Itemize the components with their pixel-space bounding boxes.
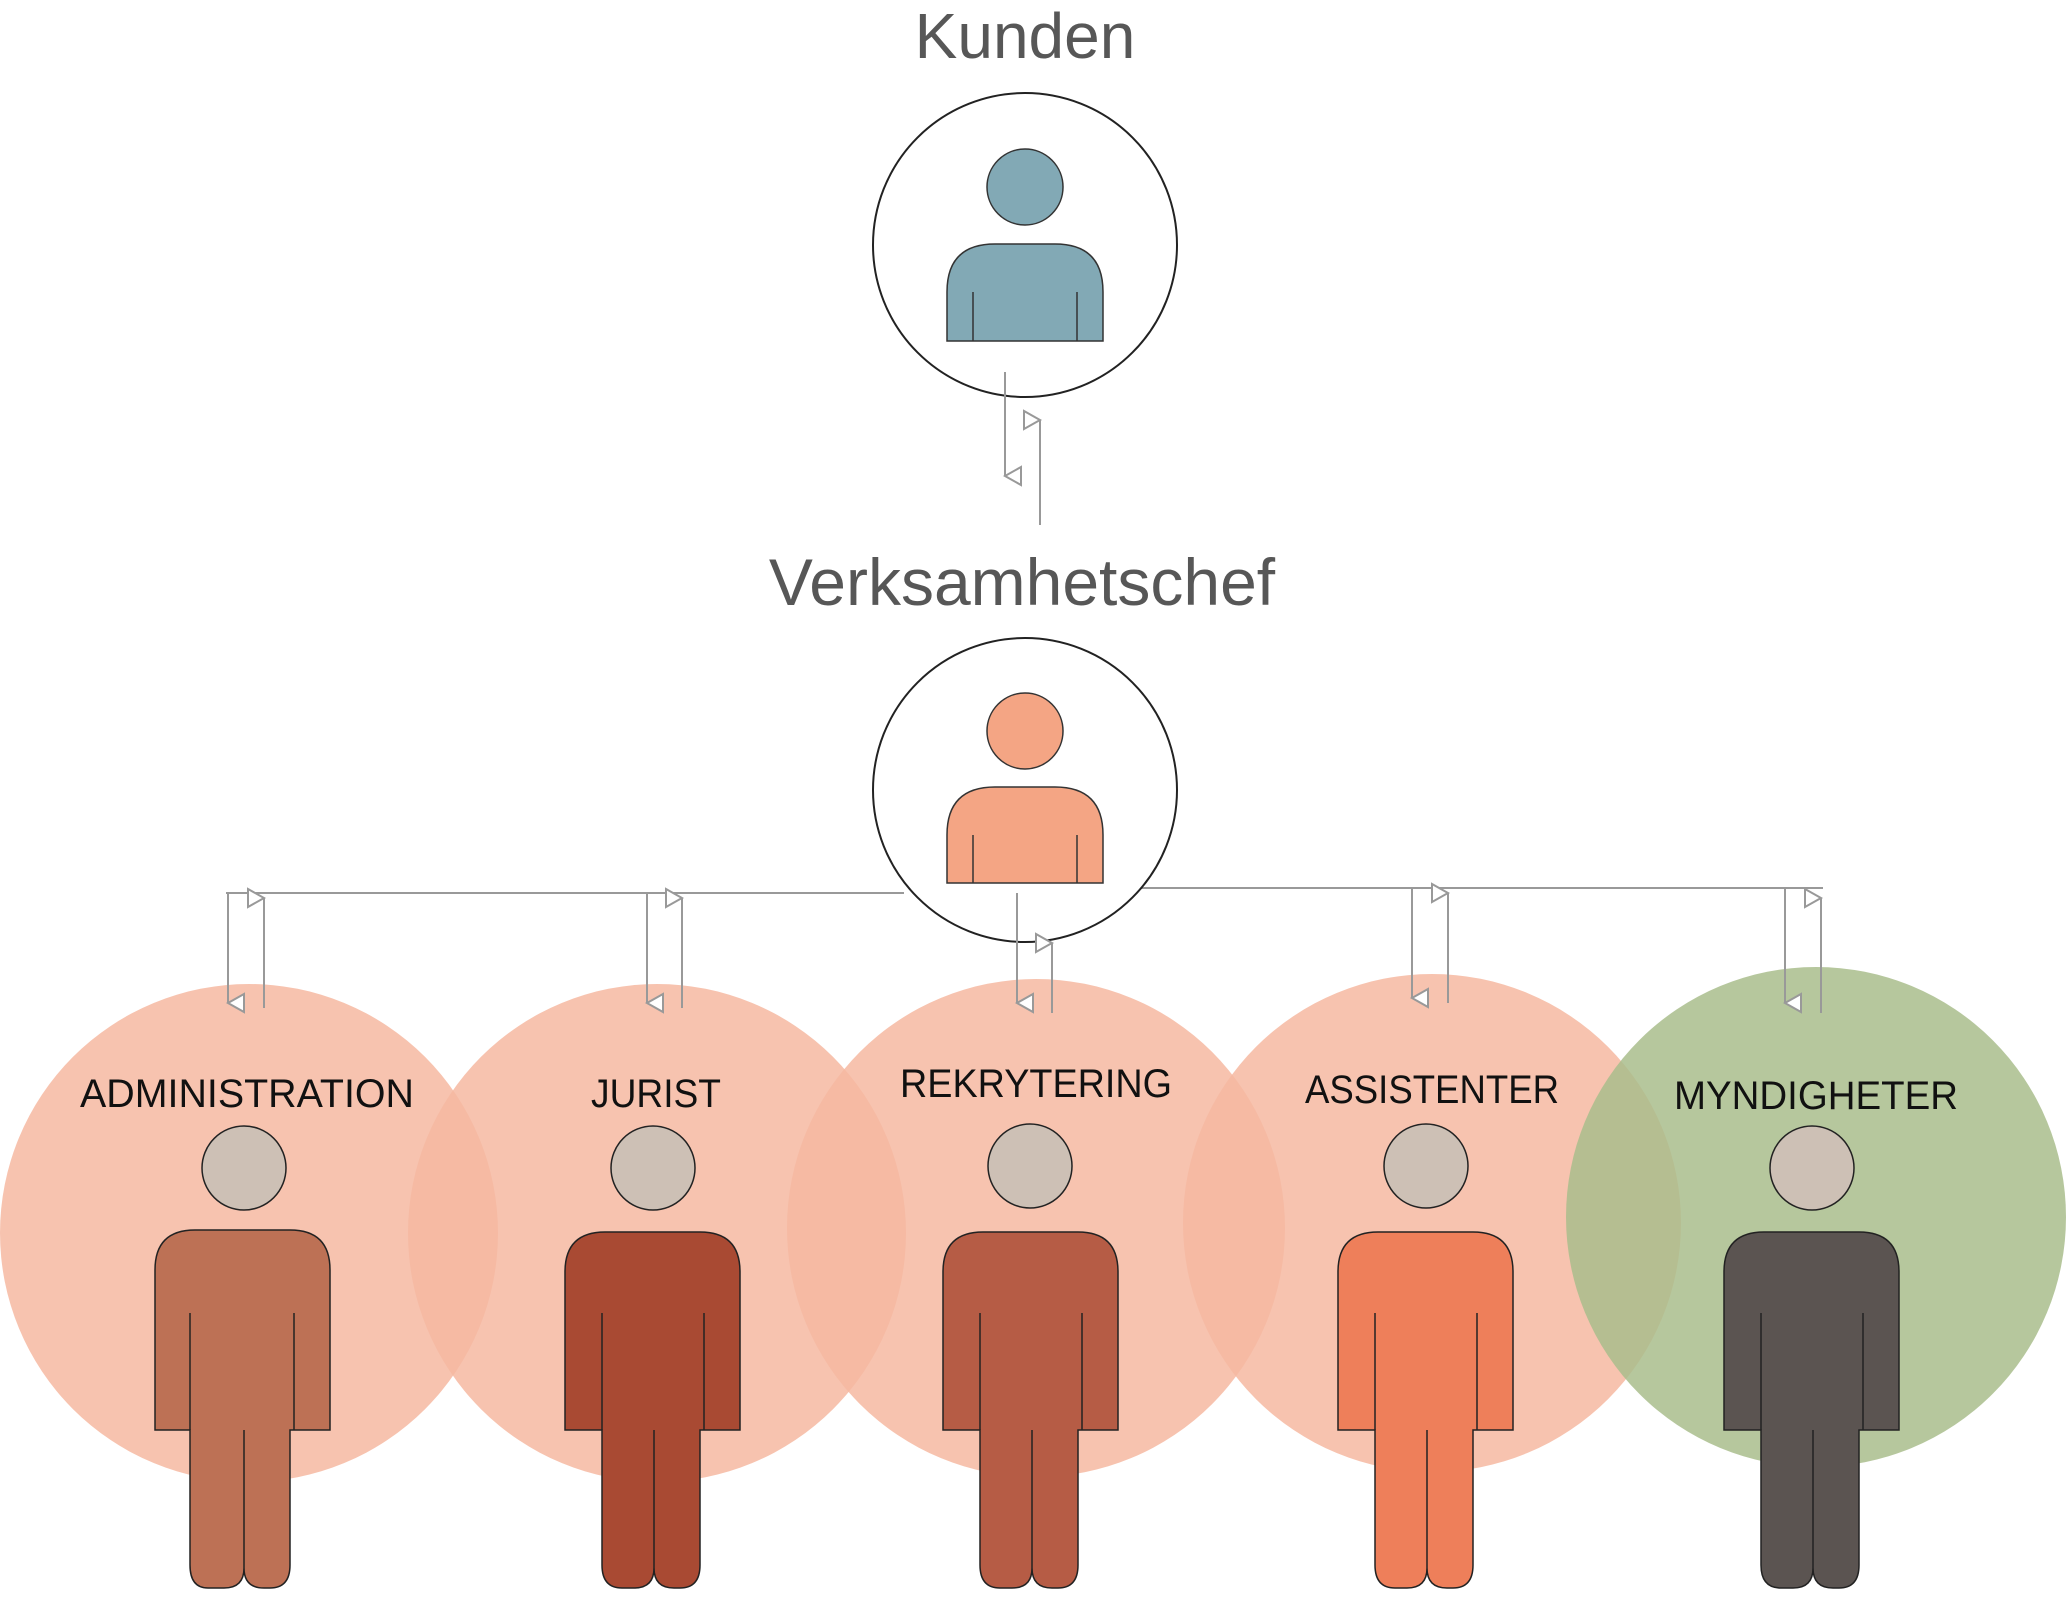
kunden-chef-arrows bbox=[1002, 372, 1043, 525]
department-label-jurist: JURIST bbox=[591, 1072, 721, 1116]
connector-line bbox=[226, 887, 1823, 894]
jurist-person-icon bbox=[564, 1125, 741, 1589]
department-label-assistenter: ASSISTENTER bbox=[1305, 1068, 1559, 1112]
myndigheter-circle bbox=[1566, 967, 2066, 1467]
chef-node bbox=[872, 637, 1178, 943]
department-labels: ADMINISTRATION JURIST REKRYTERING ASSIST… bbox=[80, 1062, 1958, 1118]
rekrytering-circle bbox=[787, 979, 1285, 1477]
middle-title: Verksamhetschef bbox=[769, 545, 1276, 619]
top-title: Kunden bbox=[915, 0, 1136, 72]
department-figures bbox=[154, 1123, 1900, 1589]
department-label-myndigheter: MYNDIGHETER bbox=[1674, 1074, 1958, 1118]
assistenter-person-icon bbox=[1337, 1123, 1514, 1589]
kunden-node bbox=[872, 92, 1178, 398]
department-label-administration: ADMINISTRATION bbox=[80, 1072, 414, 1116]
department-circles bbox=[0, 967, 2066, 1482]
department-arrows bbox=[225, 882, 1824, 1014]
administration-person-icon bbox=[154, 1125, 331, 1589]
assistenter-circle bbox=[1183, 974, 1681, 1472]
rekrytering-person-icon bbox=[942, 1123, 1119, 1589]
department-label-rekrytering: REKRYTERING bbox=[900, 1062, 1172, 1106]
myndigheter-person-icon bbox=[1723, 1125, 1900, 1589]
kunden-person-icon bbox=[946, 148, 1104, 342]
chef-person-icon bbox=[946, 692, 1104, 884]
